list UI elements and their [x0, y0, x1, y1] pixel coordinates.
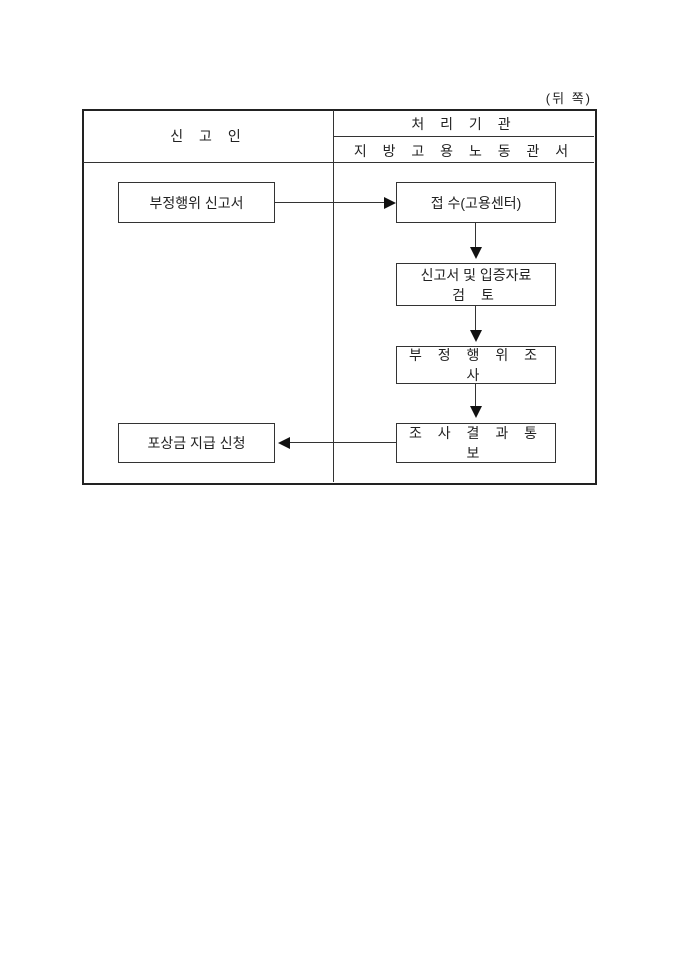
arrow-line [475, 223, 476, 247]
header-agency-name: 지 방 고 용 노 동 관 서 [353, 143, 575, 159]
step-label: 신고서 및 입증자료 [420, 266, 532, 283]
header-reporter: 신 고 인 [170, 128, 247, 144]
step-reward-request: 포상금 지급 신청 [118, 423, 275, 463]
flowchart-table [82, 109, 597, 485]
step-label: 포상금 지급 신청 [147, 435, 246, 451]
step-review: 신고서 및 입증자료 검 토 [396, 263, 556, 306]
page-side-label: (뒤 쪽) [545, 91, 592, 106]
step-report-form: 부정행위 신고서 [118, 182, 275, 223]
subheader-divider [333, 136, 594, 137]
arrow-line [290, 442, 396, 443]
step-label: 조 사 결 과 통 보 [409, 425, 543, 461]
step-investigation: 부 정 행 위 조 사 [396, 346, 556, 384]
step-label: 접 수(고용센터) [430, 194, 522, 211]
arrow-down-icon [470, 406, 482, 418]
arrow-down-icon [470, 330, 482, 342]
step-label: 부정행위 신고서 [149, 194, 244, 211]
arrow-line [475, 306, 476, 330]
arrow-right-icon [384, 197, 396, 209]
step-label: 부 정 행 위 조 사 [409, 347, 543, 383]
step-result-notice: 조 사 결 과 통 보 [396, 423, 556, 463]
header-divider [83, 162, 594, 163]
arrow-left-icon [278, 437, 290, 449]
arrow-line [275, 202, 385, 203]
column-divider [333, 110, 334, 482]
header-agency-title: 처 리 기 관 [411, 116, 517, 132]
arrow-line [475, 384, 476, 406]
step-label: 검 토 [452, 286, 500, 303]
step-receipt: 접 수(고용센터) [396, 182, 556, 223]
arrow-down-icon [470, 247, 482, 259]
